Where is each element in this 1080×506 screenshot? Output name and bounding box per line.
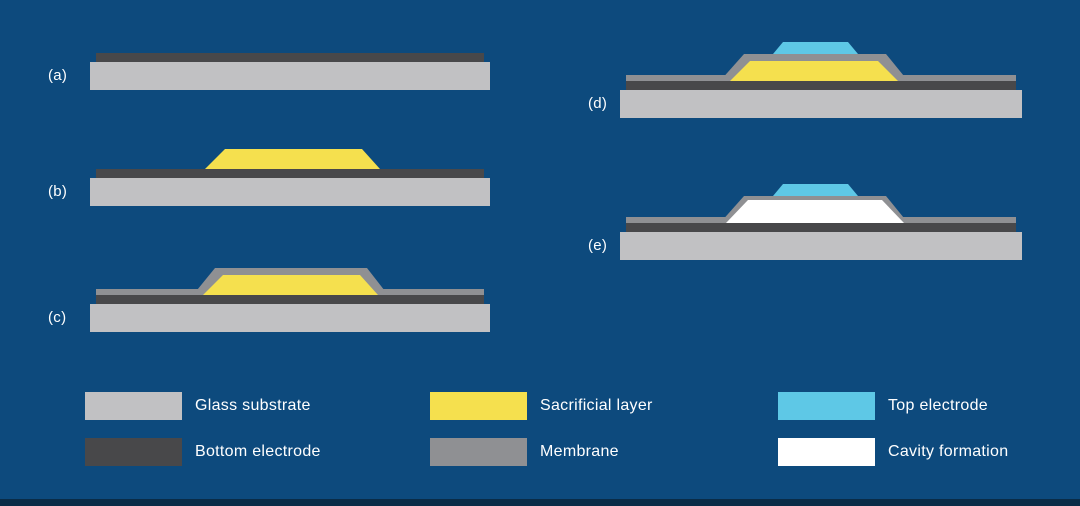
bottom-electrode-layer	[96, 169, 484, 178]
step-e-cross-section	[620, 184, 1022, 260]
bottom-electrode-layer	[96, 53, 484, 62]
legend-item-membrane: Membrane	[430, 438, 619, 466]
legend-item-bottom-electrode: Bottom electrode	[85, 438, 321, 466]
step-e-label: (e)	[588, 237, 608, 254]
legend-label: Membrane	[540, 443, 619, 460]
sacrificial-layer	[730, 61, 898, 81]
glass-substrate-layer	[90, 178, 490, 206]
step-a-cross-section	[90, 53, 490, 90]
bottom-electrode-layer	[626, 223, 1016, 232]
top-electrode-layer	[773, 42, 858, 54]
top-electrode-swatch	[778, 392, 875, 420]
sacrificial-layer	[205, 149, 380, 169]
legend-item-cavity-formation: Cavity formation	[778, 438, 1008, 466]
legend-label: Cavity formation	[888, 443, 1009, 460]
legend-item-sacrificial-layer: Sacrificial layer	[430, 392, 653, 420]
step-b-label: (b)	[48, 183, 68, 200]
bottom-electrode-layer	[626, 81, 1016, 90]
cavity-formation-swatch	[778, 438, 875, 466]
bottom-electrode-layer	[96, 295, 484, 304]
bottom-electrode-swatch	[85, 438, 182, 466]
legend-item-top-electrode: Top electrode	[778, 392, 988, 420]
step-b-cross-section	[90, 149, 490, 206]
glass-substrate-layer	[90, 304, 490, 332]
step-c-label: (c)	[48, 309, 67, 326]
legend-label: Glass substrate	[195, 397, 311, 414]
cavity-region	[726, 200, 904, 223]
step-d-label: (d)	[588, 95, 608, 112]
legend-item-glass-substrate: Glass substrate	[85, 392, 311, 420]
glass-substrate-layer	[90, 62, 490, 90]
sacrificial-layer	[203, 275, 378, 295]
footer-bar	[0, 499, 1080, 506]
step-a-label: (a)	[48, 67, 68, 84]
glass-substrate-layer	[620, 232, 1022, 260]
legend-label: Bottom electrode	[195, 443, 321, 460]
legend-label: Sacrificial layer	[540, 397, 653, 414]
step-d-cross-section	[620, 42, 1022, 118]
membrane-swatch	[430, 438, 527, 466]
step-c-cross-section	[90, 268, 490, 332]
glass-substrate-swatch	[85, 392, 182, 420]
legend-label: Top electrode	[888, 397, 988, 414]
top-electrode-layer	[773, 184, 858, 196]
sacrificial-layer-swatch	[430, 392, 527, 420]
glass-substrate-layer	[620, 90, 1022, 118]
